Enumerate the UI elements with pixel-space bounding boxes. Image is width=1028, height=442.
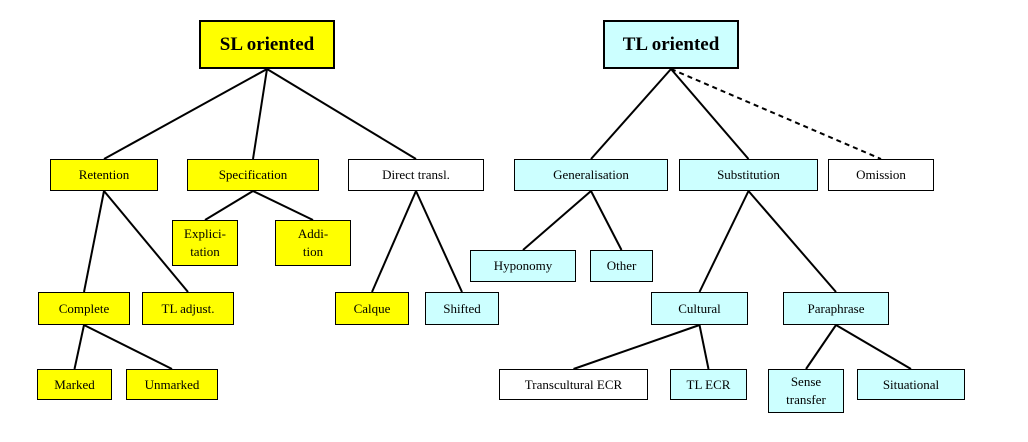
node-hyponomy: Hyponomy	[470, 250, 576, 282]
edge-n-retention-to-n-complete	[83, 190, 105, 293]
node-shifted: Shifted	[425, 292, 499, 325]
edge-title-tl-to-n-substitution	[670, 68, 750, 160]
edge-title-tl-to-n-omission	[670, 68, 882, 160]
edge-n-cultural-to-n-transcultural	[573, 324, 700, 370]
node-complete: Complete	[38, 292, 130, 325]
edge-title-sl-to-n-directtransl	[266, 68, 417, 160]
node-substitution: Substitution	[679, 159, 818, 191]
edge-n-generalisation-to-n-other	[590, 190, 623, 251]
node-paraphrase: Paraphrase	[783, 292, 889, 325]
tl-oriented-root: TL oriented	[603, 20, 739, 69]
node-sense-transfer: Sense transfer	[768, 369, 844, 413]
node-transcultural-ecr: Transcultural ECR	[499, 369, 648, 400]
node-calque: Calque	[335, 292, 409, 325]
node-marked: Marked	[37, 369, 112, 400]
edge-title-sl-to-n-specification	[252, 68, 268, 160]
edge-n-substitution-to-n-paraphrase	[747, 190, 837, 293]
edge-n-specification-to-n-addition	[252, 190, 314, 221]
node-tl-ecr: TL ECR	[670, 369, 747, 400]
edge-n-generalisation-to-n-hyponomy	[522, 190, 592, 251]
node-generalisation: Generalisation	[514, 159, 668, 191]
node-addition: Addi- tion	[275, 220, 351, 266]
edge-n-substitution-to-n-cultural	[698, 190, 750, 293]
node-specification: Specification	[187, 159, 319, 191]
edge-n-complete-to-n-marked	[73, 324, 85, 370]
edge-n-retention-to-n-tladjust	[103, 190, 189, 293]
sl-oriented-root: SL oriented	[199, 20, 335, 69]
edge-title-tl-to-n-generalisation	[590, 68, 672, 160]
node-explicitation: Explici- tation	[172, 220, 238, 266]
edge-n-complete-to-n-unmarked	[83, 324, 173, 370]
node-situational: Situational	[857, 369, 965, 400]
node-omission: Omission	[828, 159, 934, 191]
node-other: Other	[590, 250, 653, 282]
edge-n-cultural-to-n-tlecr	[698, 324, 710, 370]
node-direct-translation: Direct transl.	[348, 159, 484, 191]
node-tl-adjustment: TL adjust.	[142, 292, 234, 325]
edge-n-paraphrase-to-n-situational	[835, 324, 912, 370]
node-cultural: Cultural	[651, 292, 748, 325]
edge-n-paraphrase-to-n-sensetransfer	[805, 324, 837, 370]
node-unmarked: Unmarked	[126, 369, 218, 400]
edge-title-sl-to-n-retention	[103, 68, 268, 160]
edge-n-directtransl-to-n-shifted	[415, 190, 463, 293]
edge-n-directtransl-to-n-calque	[371, 190, 417, 293]
node-retention: Retention	[50, 159, 158, 191]
edge-n-specification-to-n-explicitation	[204, 190, 254, 221]
